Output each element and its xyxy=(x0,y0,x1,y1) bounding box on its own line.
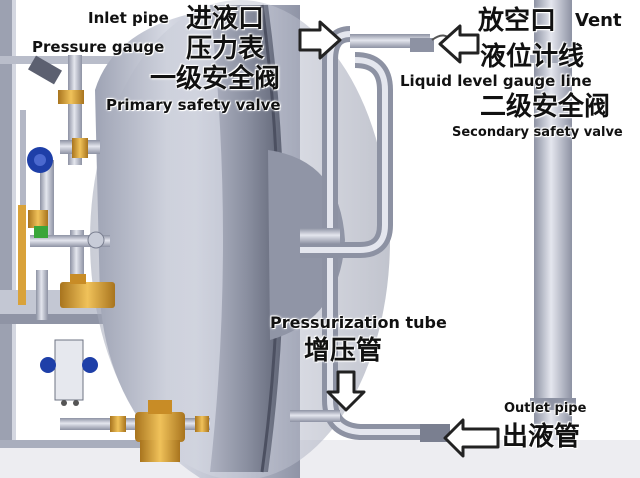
outlet-pipe-label-en: Outlet pipe xyxy=(504,401,587,416)
pressurization-tube-label-en: Pressurization tube xyxy=(270,313,447,332)
inlet-pipe-label-en: Inlet pipe xyxy=(88,9,169,27)
outlet-pipe-label-zh: 出液管 xyxy=(502,422,581,452)
secondary-safety-valve-label-en: Secondary safety valve xyxy=(452,125,623,140)
outlet-valve xyxy=(60,400,210,462)
level-gauge-label-zh: 液位计线 xyxy=(480,42,585,72)
left-instrument-pipes xyxy=(18,55,115,406)
primary-safety-valve-label-zh: 一级安全阀 xyxy=(150,64,281,94)
level-gauge-label-en: Liquid level gauge line xyxy=(400,72,592,90)
vent-label-zh: 放空口 xyxy=(478,6,557,36)
inlet-pipe-label-zh: 进液口 xyxy=(186,4,265,34)
pressure-gauge-label-en: Pressure gauge xyxy=(32,38,165,56)
vent-arrow xyxy=(438,24,480,64)
pressurization-tube-label-zh: 增压管 xyxy=(304,336,383,366)
pressure-gauge-label-zh: 压力表 xyxy=(186,34,265,64)
pressurization-arrow xyxy=(326,370,366,412)
vent-label-en: Vent xyxy=(575,10,622,31)
secondary-safety-valve-label-zh: 二级安全阀 xyxy=(480,92,611,122)
outlet-arrow xyxy=(443,418,500,458)
primary-safety-valve-label-en: Primary safety valve xyxy=(106,96,281,114)
callout-arrows xyxy=(298,20,500,458)
inlet-arrow xyxy=(298,20,342,60)
